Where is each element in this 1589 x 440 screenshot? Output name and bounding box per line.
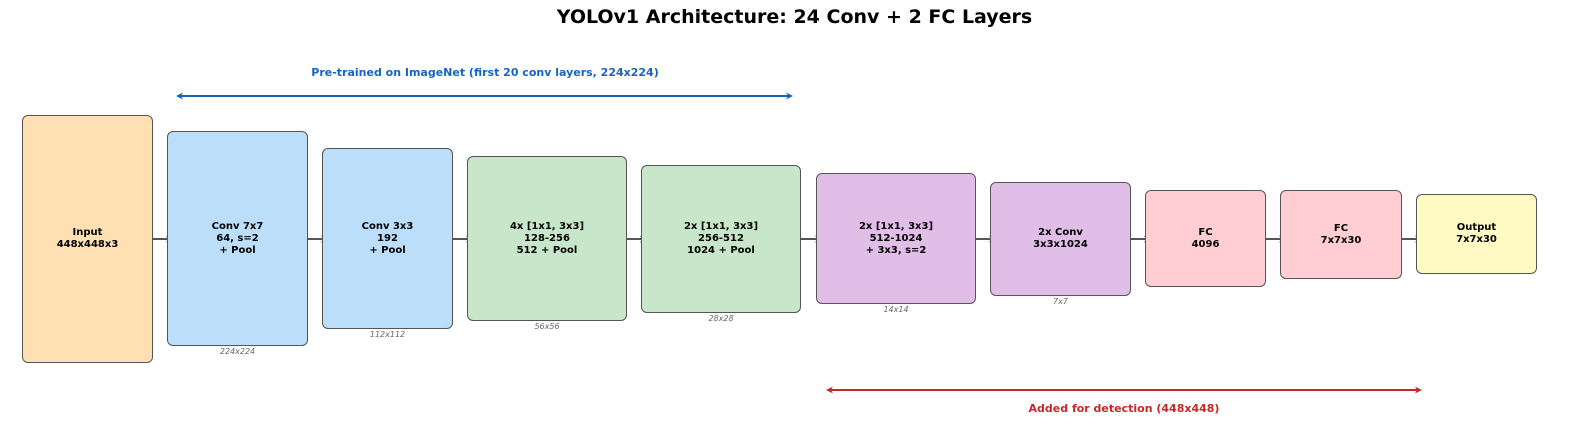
layer-label: Output 7x7x30 xyxy=(1456,222,1497,245)
spatial-dim-label: 7x7 xyxy=(1053,297,1068,306)
detection-span-label: Added for detection (448x448) xyxy=(1028,402,1220,415)
layer-box-block4x: 4x [1x1, 3x3] 128-256 512 + Pool xyxy=(467,156,627,321)
spatial-dim-label: 56x56 xyxy=(534,322,560,331)
layer-box-output: Output 7x7x30 xyxy=(1416,194,1537,274)
layer-label: 2x [1x1, 3x3] 512-1024 + 3x3, s=2 xyxy=(858,220,934,256)
spatial-dim-label: 224x224 xyxy=(219,347,256,356)
layer-box-conv3x3: Conv 3x3 192 + Pool xyxy=(322,148,453,329)
pretrain-arrow-left-icon xyxy=(176,92,183,100)
layer-label: Input 448x448x3 xyxy=(56,227,119,250)
layer-box-block2x-b: 2x [1x1, 3x3] 512-1024 + 3x3, s=2 xyxy=(816,173,976,304)
spatial-dim-label: 28x28 xyxy=(708,314,734,323)
layer-box-fc2: FC 7x7x30 xyxy=(1280,190,1402,279)
pretrain-span-label: Pre-trained on ImageNet (first 20 conv l… xyxy=(311,66,659,79)
detection-arrow-left-icon xyxy=(826,386,833,394)
diagram-title: YOLOv1 Architecture: 24 Conv + 2 FC Laye… xyxy=(556,6,1033,28)
layer-label: 2x Conv 3x3x1024 xyxy=(1033,227,1088,250)
detection-arrow-right-icon xyxy=(1415,386,1422,394)
layer-box-conv2x: 2x Conv 3x3x1024 xyxy=(990,182,1131,296)
layer-label: 2x [1x1, 3x3] 256-512 1024 + Pool xyxy=(683,221,759,256)
layer-box-block2x-a: 2x [1x1, 3x3] 256-512 1024 + Pool xyxy=(641,165,801,313)
layer-box-input: Input 448x448x3 xyxy=(22,115,153,363)
layer-box-fc1: FC 4096 xyxy=(1145,190,1266,287)
layer-label: 4x [1x1, 3x3] 128-256 512 + Pool xyxy=(509,220,585,256)
spatial-dim-label: 14x14 xyxy=(883,305,909,314)
layer-box-conv7x7: Conv 7x7 64, s=2 + Pool xyxy=(167,131,308,346)
layer-label: FC 7x7x30 xyxy=(1320,222,1362,246)
pretrain-arrow-right-icon xyxy=(786,92,793,100)
layer-label: Conv 7x7 64, s=2 + Pool xyxy=(211,220,264,256)
layer-label: FC 4096 xyxy=(1191,226,1220,250)
spatial-dim-label: 112x112 xyxy=(369,330,406,339)
layer-label: Conv 3x3 192 + Pool xyxy=(361,220,414,256)
